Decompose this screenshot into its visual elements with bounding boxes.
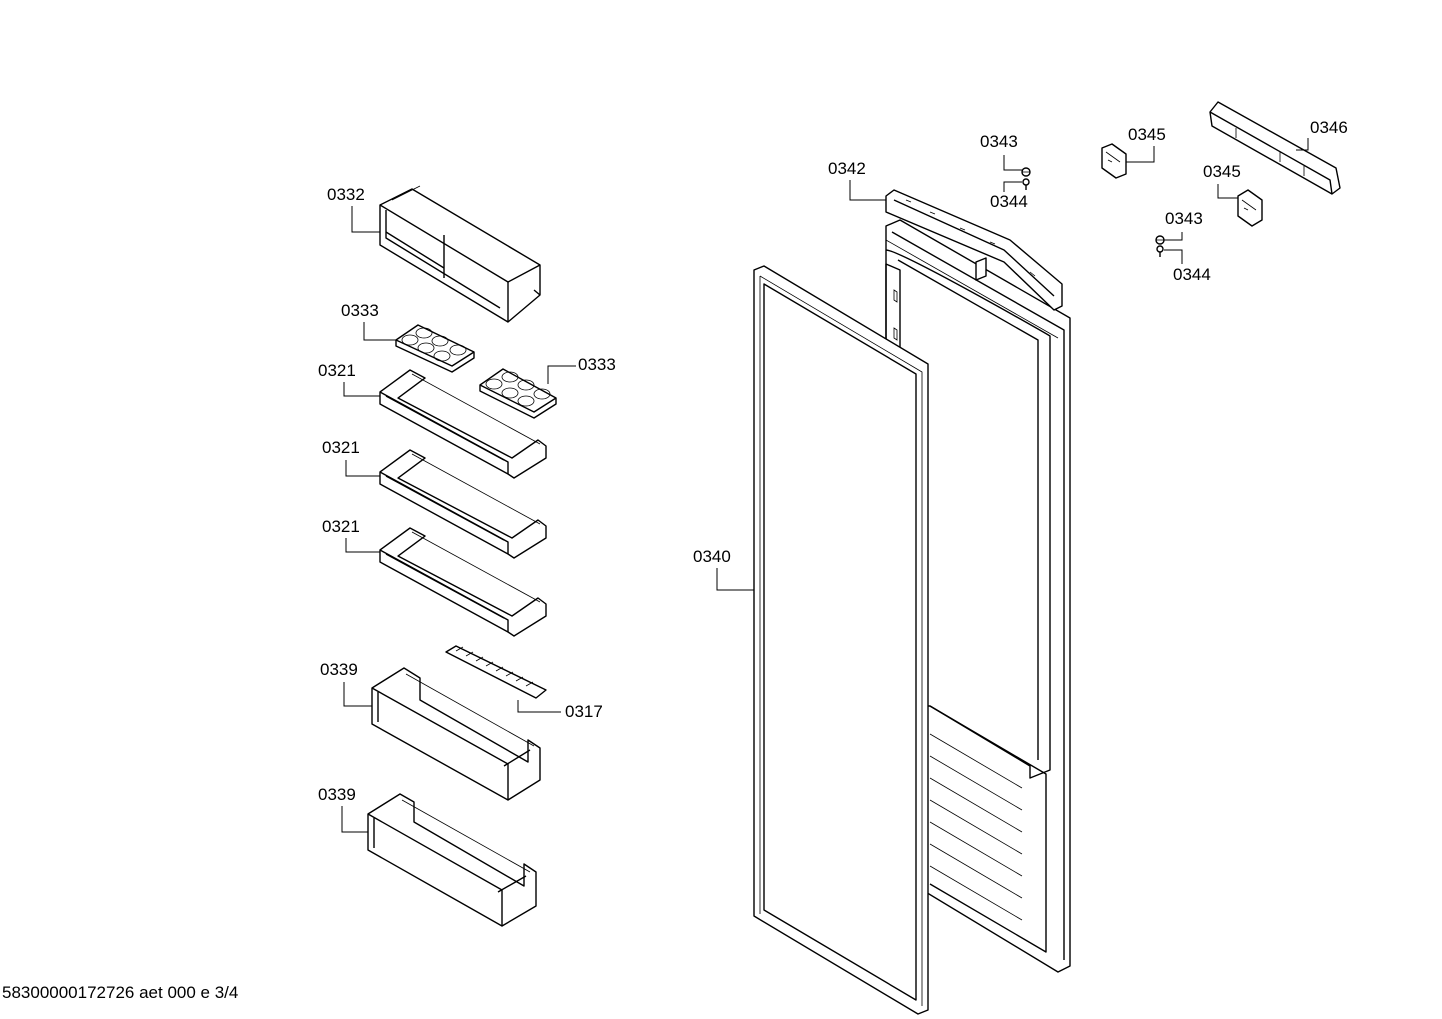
part-0321-door-shelf-2 (379, 449, 547, 559)
label-0332: 0332 (327, 185, 365, 204)
label-0344-bottom: 0344 (1173, 265, 1211, 284)
label-0343-top: 0343 (980, 132, 1018, 151)
part-0339-bottle-bin-1 (371, 667, 541, 801)
label-0343-bottom: 0343 (1165, 209, 1203, 228)
label-0345-bottom: 0345 (1203, 162, 1241, 181)
part-0339-bottle-bin-2 (367, 793, 537, 927)
label-0340: 0340 (693, 547, 731, 566)
part-0340-door-gasket (753, 265, 929, 1015)
part-0345-plate-top (1101, 143, 1127, 179)
label-0345-top: 0345 (1128, 125, 1166, 144)
part-0341-door-liner (885, 219, 1071, 973)
label-0317: 0317 (565, 702, 603, 721)
document-footer-code: 58300000172726 aet 000 e 3/4 (2, 983, 238, 1002)
label-0333-right: 0333 (578, 355, 616, 374)
part-0344-screw-top (1022, 178, 1030, 190)
part-0333-egg-tray-right (479, 368, 557, 419)
part-0343-screw-bottom (1155, 235, 1165, 245)
part-0346-top-cover (1209, 101, 1341, 195)
label-0321-3: 0321 (322, 517, 360, 536)
part-0321-door-shelf-1 (379, 369, 547, 479)
label-0346: 0346 (1310, 118, 1348, 137)
part-0342-hinge-bracket (885, 189, 1063, 311)
label-0321-1: 0321 (318, 361, 356, 380)
label-0342: 0342 (828, 159, 866, 178)
part-0332-dairy-box (379, 185, 541, 323)
part-0317-grille-strip (445, 645, 547, 699)
label-0321-2: 0321 (322, 438, 360, 457)
part-0321-door-shelf-3 (379, 527, 547, 637)
part-0344-screw-bottom (1156, 245, 1164, 257)
part-0343-screw-top (1021, 167, 1031, 177)
label-0344-top: 0344 (990, 192, 1028, 211)
label-0333-left: 0333 (341, 301, 379, 320)
part-0345-plate-bottom (1237, 189, 1263, 227)
label-0339-1: 0339 (320, 660, 358, 679)
part-0333-egg-tray-left (395, 324, 475, 373)
label-0339-2: 0339 (318, 785, 356, 804)
